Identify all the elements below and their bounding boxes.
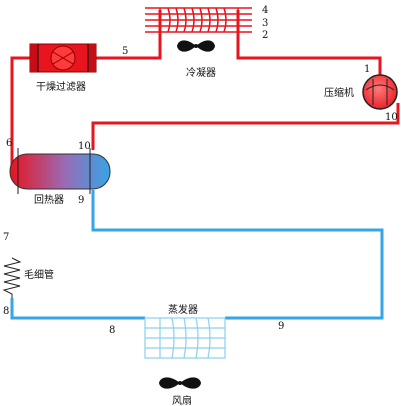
point-2-label: 2: [262, 30, 268, 41]
condenser-label: 冷凝器: [186, 66, 216, 79]
capillary-label: 毛细管: [24, 268, 54, 281]
point-10-compressor-label: 10: [385, 112, 398, 123]
point-9-bottom-label: 9: [278, 321, 284, 332]
point-3-label: 3: [262, 18, 268, 29]
discharge-line: [236, 10, 382, 82]
evaporator: [144, 317, 226, 359]
compressor: [362, 74, 398, 110]
evaporator-fan-icon: [159, 377, 201, 389]
dryer-filter-label: 干燥过滤器: [36, 80, 86, 93]
dryer-filter: [29, 43, 97, 73]
capillary-coil: [2, 257, 22, 298]
point-9-regenerator-label: 9: [78, 195, 84, 206]
compressor-label: 压缩机: [324, 86, 354, 99]
point-5-label: 5: [122, 46, 128, 57]
evaporator-outlet-line: [91, 190, 384, 320]
suction-line-hot: [91, 103, 400, 150]
evaporator-inlet-line: [10, 298, 145, 320]
dryer-to-regenerator-line: [10, 56, 30, 172]
fan-label: 风扇: [172, 394, 192, 406]
point-6-label: 6: [6, 138, 12, 149]
regenerator: [9, 148, 111, 194]
point-10-regenerator-label: 10: [78, 141, 91, 152]
regenerator-label: 回热器: [34, 193, 64, 206]
point-1-label: 1: [364, 64, 370, 75]
point-7-label: 7: [3, 232, 9, 243]
condenser: [145, 7, 252, 33]
condenser-fan-icon: [177, 40, 215, 52]
point-8-bottom-label: 8: [109, 325, 115, 336]
point-8-left-label: 8: [3, 306, 9, 317]
point-4-label: 4: [262, 5, 268, 16]
evaporator-label: 蒸发器: [168, 303, 198, 316]
